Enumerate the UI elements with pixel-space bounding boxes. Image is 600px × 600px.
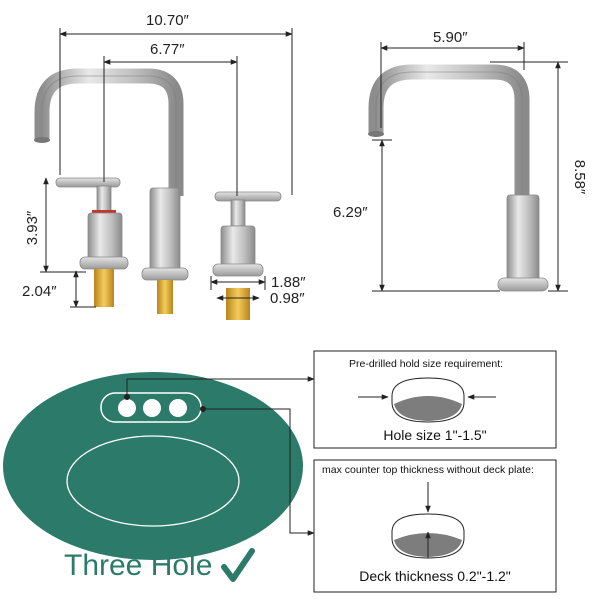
single-spout-view (368, 64, 549, 292)
right-dimension-lines (372, 42, 568, 292)
right-handle-body (220, 225, 256, 267)
spout-body (149, 187, 181, 273)
side-spout-base (497, 277, 549, 292)
thickness-title: max counter top thickness without deck p… (322, 464, 534, 476)
spout-shank (157, 280, 173, 314)
sink-top-view (3, 372, 303, 560)
side-spout-arc (368, 64, 530, 200)
handle-shank-label: 2.04″ (22, 283, 57, 300)
thickness-box: max counter top thickness without deck p… (313, 459, 557, 593)
left-dimension-lines (40, 28, 293, 308)
hole-size-box: Pre-drilled hold size requirement: Hole … (313, 350, 557, 449)
handle-height-label: 3.93″ (24, 210, 41, 245)
right-hole (169, 399, 187, 417)
spout-base (141, 267, 189, 281)
three-piece-faucet (34, 68, 282, 320)
spout-reach-label: 5.90″ (433, 29, 468, 46)
check-icon (221, 548, 255, 582)
right-handle-neck (230, 199, 246, 227)
sink-deck (3, 372, 303, 560)
right-handle-lever (214, 191, 282, 202)
side-spout-body (506, 194, 540, 282)
left-handle-body (87, 212, 123, 262)
thickness-label: Deck thickness 0.2"-1.2" (359, 568, 511, 584)
left-hole (118, 399, 136, 417)
hole-size-title: Pre-drilled hold size requirement: (349, 358, 503, 370)
shank-width-label: 0.98″ (270, 290, 305, 307)
three-hole-label: Three Hole (64, 549, 212, 582)
side-spout-tip (368, 131, 384, 137)
left-handle-neck (96, 185, 112, 213)
right-handle-shank (226, 288, 250, 320)
right-handle-base (212, 263, 264, 277)
spout-height-label: 8.58″ (571, 160, 588, 195)
overall-width-label: 10.70″ (146, 12, 190, 29)
hole-size-label: Hole size 1"-1.5" (383, 427, 486, 443)
left-handle-ring (92, 210, 116, 214)
left-handle-shank (94, 269, 114, 307)
left-handle-base (79, 256, 129, 270)
spout-tip (34, 137, 50, 143)
handle-spacing-label: 6.77″ (150, 41, 185, 58)
callout-lines (124, 376, 315, 536)
base-width-label: 1.88″ (271, 274, 306, 291)
spout-clearance-label: 6.29″ (333, 204, 368, 221)
sink-basin (66, 435, 240, 527)
center-hole (143, 399, 161, 417)
